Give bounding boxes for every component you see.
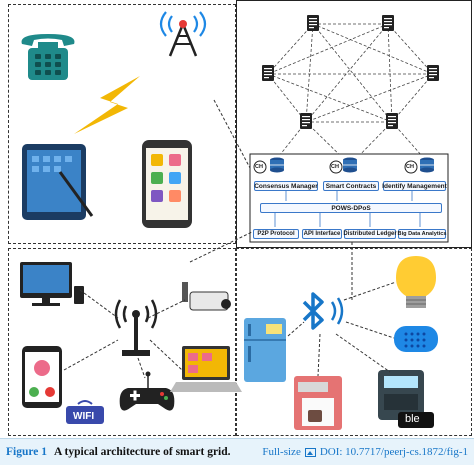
monitor-icon — [20, 262, 84, 306]
api-interface-label: API Interface — [303, 231, 341, 237]
consensus-manager-box: Consensus Manager — [254, 181, 318, 191]
lightning-bolt-icon — [74, 76, 140, 134]
figure-number: Figure 1 — [6, 446, 47, 458]
ble-label: ble — [405, 413, 420, 425]
database-icon — [270, 157, 284, 173]
wifi-router-icon — [114, 299, 158, 356]
cctv-camera-icon — [182, 282, 231, 311]
identify-management-label: Identify Management — [382, 182, 447, 190]
document-icon — [427, 65, 439, 81]
pows-dpos-label: POWS-DPoS — [331, 204, 371, 212]
ch-node — [329, 160, 343, 174]
game-controller-icon — [119, 371, 175, 411]
distributed-ledger-label: Distributed Ledger — [343, 231, 397, 237]
smart-meter-icon — [378, 370, 424, 420]
smart-speaker-icon — [394, 326, 438, 352]
image-icon[interactable] — [304, 447, 316, 457]
tablet-icon — [22, 144, 94, 220]
document-icon — [307, 15, 319, 31]
full-size-link[interactable]: Full-size — [262, 446, 301, 458]
contact-phone-icon — [22, 346, 62, 408]
ble-badge — [398, 412, 434, 428]
ch-node — [404, 160, 418, 174]
api-interface-box: API Interface — [302, 229, 342, 239]
wifi-label: WIFI — [73, 411, 95, 422]
network-links — [267, 23, 434, 166]
identify-management-box: Identify Management — [382, 181, 447, 191]
caption-links: Full-size DOI: 10.7717/peerj-cs.1872/fig… — [262, 446, 468, 458]
ch-label-1: CH — [255, 164, 263, 170]
home-devices-panel — [8, 248, 236, 436]
ch-node — [253, 160, 267, 174]
database-icon — [343, 157, 357, 173]
doi-link[interactable]: DOI: 10.7717/peerj-cs.1872/fig-1 — [319, 446, 468, 458]
coffee-machine-icon — [294, 376, 342, 430]
figure-title: A typical architecture of smart grid. — [54, 446, 231, 458]
consensus-manager-label: Consensus Manager — [254, 182, 318, 190]
light-bulb-icon — [396, 256, 436, 308]
distributed-ledger-box: Distributed Ledger — [343, 229, 397, 239]
document-icon — [262, 65, 274, 81]
document-icon — [382, 15, 394, 31]
database-icon — [420, 157, 434, 173]
cell-tower-icon — [159, 11, 207, 57]
document-icon — [386, 113, 398, 129]
smart-contracts-label: Smart Contracts — [325, 182, 377, 190]
refrigerator-icon — [244, 318, 286, 382]
document-icon — [300, 113, 312, 129]
smart-meter-panel — [236, 248, 472, 436]
smartphone-icon — [142, 140, 192, 228]
big-data-analytics-box: Big Data Analytics — [398, 229, 446, 239]
laptop-icon — [170, 346, 242, 392]
home-connectors — [63, 289, 186, 379]
smart-contracts-box: Smart Contracts — [323, 181, 379, 191]
bluetooth-icon — [302, 292, 344, 330]
ble-connectors — [287, 281, 397, 377]
pows-dpos-box: POWS-DPoS — [260, 203, 442, 213]
telephone-icon — [21, 34, 75, 80]
figure-caption: Figure 1 A typical architecture of smart… — [0, 438, 474, 465]
big-data-analytics-label: Big Data Analytics — [397, 231, 447, 237]
p2p-protocol-label: P2P Protocol — [257, 231, 295, 237]
wifi-badge-icon — [66, 400, 104, 424]
communication-panel — [8, 4, 236, 244]
ledger-node-icons — [262, 15, 439, 129]
p2p-protocol-box: P2P Protocol — [253, 229, 299, 239]
architecture-arrows — [274, 191, 421, 227]
panel-connectors — [189, 99, 353, 300]
ch-label-3: CH — [406, 164, 414, 170]
blockchain-panel — [236, 0, 472, 248]
ch-label-2: CH — [331, 164, 339, 170]
